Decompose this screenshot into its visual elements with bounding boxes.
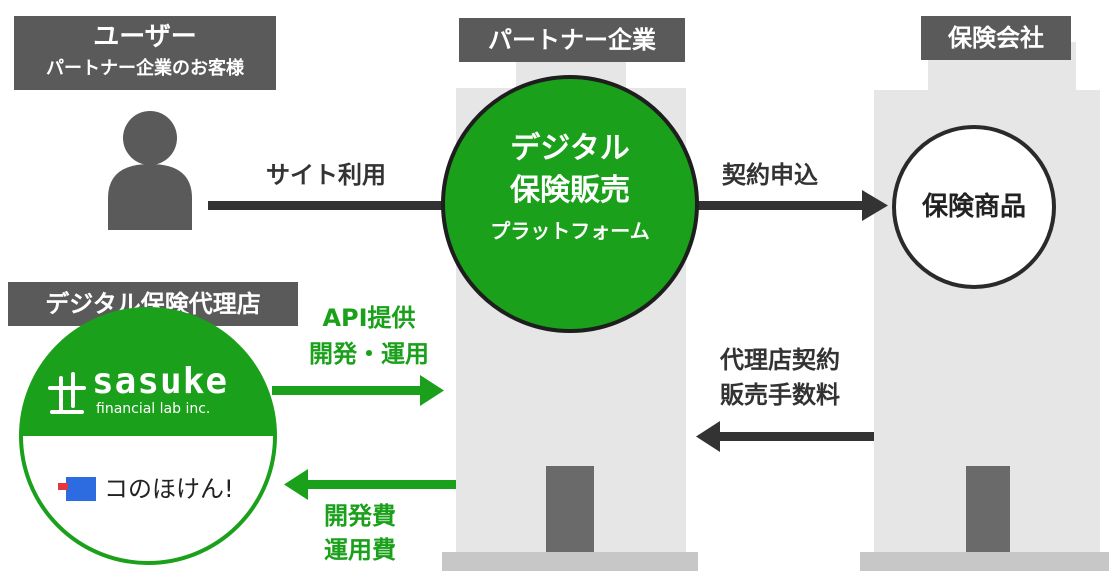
product-circle xyxy=(892,125,1056,289)
commission-label-line2: 販売手数料 xyxy=(720,381,840,409)
commission-label: 代理店契約 販売手数料 xyxy=(700,343,860,413)
insurer-title: 保険会社 xyxy=(921,16,1071,60)
api-label-line1: API提供 xyxy=(322,304,416,332)
sasuke-logo-subtext: financial lab inc. xyxy=(96,401,211,417)
insurer-building-door xyxy=(966,466,1010,556)
sasuke-logo-mark xyxy=(48,372,86,414)
contract-apply-arrow xyxy=(695,190,888,221)
service-logo-icon xyxy=(58,477,96,501)
fees-label: 開発費 運用費 xyxy=(300,499,420,567)
platform-line2: 保険販売 xyxy=(510,173,630,208)
contract-apply-label: 契約申込 xyxy=(722,161,818,189)
commission-label-line1: 代理店契約 xyxy=(720,346,840,374)
fees-label-line1: 開発費 xyxy=(324,502,396,530)
site-use-line xyxy=(208,201,446,210)
fees-label-line2: 運用費 xyxy=(324,536,396,564)
product-text: 保険商品 xyxy=(921,192,1026,222)
partner-building-ground xyxy=(442,552,698,571)
user-title: ユーザー xyxy=(93,22,197,52)
fees-arrow xyxy=(284,469,456,500)
partner-title: パートナー企業 xyxy=(459,18,685,62)
api-arrow xyxy=(272,375,444,406)
user-subtitle: パートナー企業のお客様 xyxy=(46,58,244,79)
sasuke-logo-text: sasuke xyxy=(92,361,229,402)
platform-line1: デジタル xyxy=(510,131,630,166)
partner-building-door xyxy=(546,466,594,556)
agency-circle xyxy=(19,307,277,565)
site-use-label: サイト利用 xyxy=(266,161,386,189)
insurer-building-ground xyxy=(860,552,1109,571)
person-icon xyxy=(108,111,192,230)
service-name: コのほけん! xyxy=(104,475,234,503)
api-label-line2: 開発・運用 xyxy=(309,340,429,368)
commission-arrow xyxy=(696,421,874,452)
platform-text: デジタル 保険販売 プラットフォーム xyxy=(443,128,697,248)
api-label: API提供 開発・運用 xyxy=(294,300,444,372)
platform-circle xyxy=(441,75,699,333)
platform-line3: プラットフォーム xyxy=(490,219,650,243)
user-title-box: ユーザー パートナー企業のお客様 xyxy=(14,16,276,90)
